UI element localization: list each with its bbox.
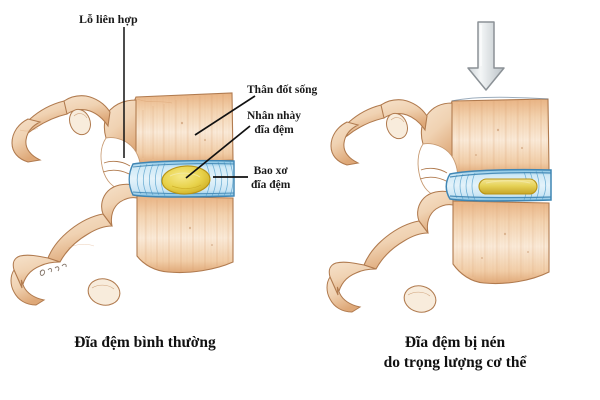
upper-vertebral-body-left — [130, 92, 234, 165]
right-figure-compressed-disc — [326, 21, 552, 313]
leader-line-nucleus — [185, 125, 251, 179]
label-nucleus-line1: Nhân nhày — [247, 110, 302, 122]
leader-lines — [123, 27, 256, 179]
leader-line-vertebral-body — [194, 95, 256, 136]
caption-left: Đĩa đệm bình thường — [74, 334, 216, 351]
lower-posterior-elements-left — [10, 183, 138, 306]
label-foramen: Lỗ liên hợp — [79, 12, 138, 26]
down-arrow-icon — [467, 21, 505, 91]
caption-right-line2: do trọng lượng cơ thể — [383, 354, 527, 372]
artist-signature — [39, 263, 67, 276]
lower-vertebral-body-left — [136, 195, 234, 274]
label-annulus-fibrosus: Bao xơ đĩa đệm — [251, 165, 290, 192]
lower-vertebral-body-right — [452, 200, 550, 285]
normal-disc-left — [128, 159, 235, 198]
upper-vertebral-body-right — [447, 96, 550, 175]
label-nucleus-pulposus: Nhân nhày đĩa đệm — [247, 110, 301, 137]
label-annulus-line1: Bao xơ — [253, 165, 288, 177]
label-nucleus-line2: đĩa đệm — [254, 123, 294, 136]
caption-right: Đĩa đệm bị nén do trọng lượng cơ thể — [310, 333, 600, 373]
lower-posterior-elements-right — [326, 190, 454, 313]
compressed-disc-right — [445, 168, 552, 202]
label-annulus-line2: đĩa đệm — [251, 178, 291, 191]
nucleus-pulposus-right — [478, 178, 538, 195]
caption-right-line1: Đĩa đệm bị nén — [404, 334, 506, 351]
label-vertebral-body: Thân đốt sống — [247, 84, 318, 96]
left-figure-normal-disc — [10, 92, 235, 306]
